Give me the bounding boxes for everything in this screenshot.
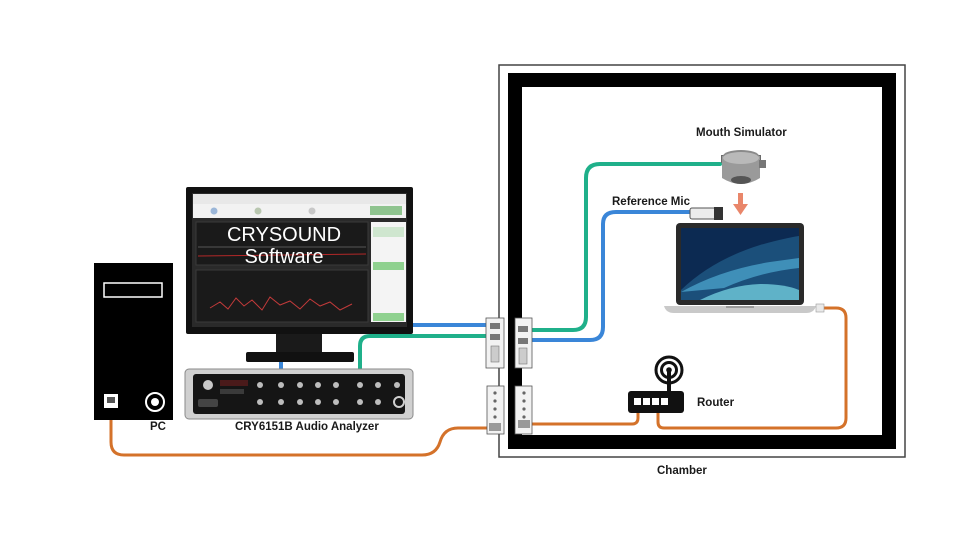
orange-cable-inner [530, 411, 640, 426]
mouth-simulator-label: Mouth Simulator [696, 127, 787, 139]
analyzer-label: CRY6151B Audio Analyzer [235, 421, 379, 433]
laptop-icon [664, 223, 825, 313]
connector-panel-icon [485, 317, 533, 435]
chamber [498, 64, 906, 458]
router-icon [628, 355, 684, 413]
green-cable [358, 334, 488, 378]
router-label: Router [697, 397, 735, 409]
screen-title-line1: CRYSOUND [227, 224, 341, 246]
mouth-simulator-icon [721, 150, 766, 184]
chamber-label: Chamber [657, 465, 707, 477]
blue-cable-inner [530, 210, 692, 342]
orange-cable [109, 416, 490, 457]
reference-mic-icon [689, 207, 723, 220]
reference-mic-label: Reference Mic [612, 196, 691, 208]
green-cable-inner [530, 162, 722, 332]
sound-direction-arrow [733, 193, 748, 215]
orange-cable-laptop [656, 306, 848, 430]
audio-analyzer-icon [184, 368, 414, 420]
monitor-icon: CRYSOUND Software [186, 187, 413, 362]
pc-tower-icon [94, 263, 173, 420]
pc-label: PC [150, 421, 166, 433]
screen-title-line2: Software [245, 246, 324, 268]
